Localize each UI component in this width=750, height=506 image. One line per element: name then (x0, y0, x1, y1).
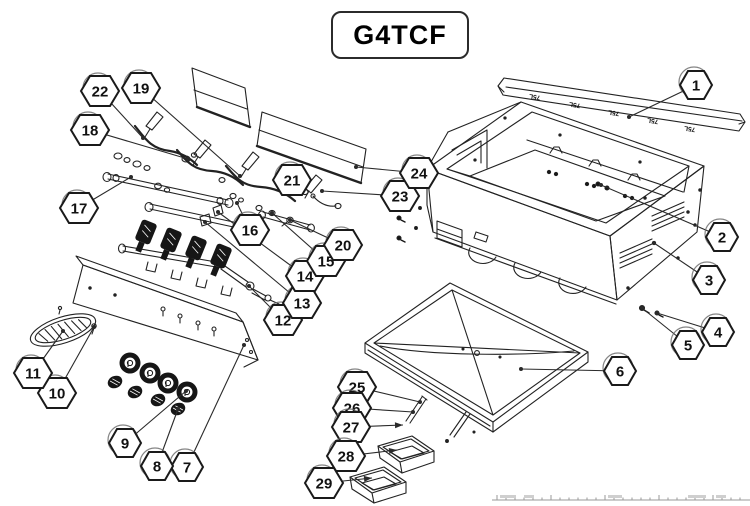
callout-number-9: 9 (121, 435, 129, 452)
callout-badge-17 (58, 192, 100, 224)
callout-22: 22 (79, 72, 145, 140)
callout-number-3: 3 (705, 272, 713, 289)
callout-number-6: 6 (616, 363, 624, 380)
callout-number-28: 28 (338, 448, 355, 465)
callout-28: 28 (325, 437, 398, 472)
igniter-brackets (144, 111, 260, 178)
callout-number-11: 11 (25, 365, 41, 382)
griddle-plate (364, 282, 589, 433)
callout-6: 6 (519, 352, 638, 386)
callout-badge-11 (12, 357, 54, 389)
compression-fittings (113, 152, 226, 193)
callout-3: 3 (652, 241, 727, 295)
callout-number-23: 23 (392, 188, 409, 205)
callout-24: 24 (354, 154, 440, 189)
callout-14: 14 (216, 210, 326, 292)
control-panel (72, 255, 259, 368)
callout-badge-6 (602, 356, 638, 386)
tray-upper (377, 435, 435, 474)
callout-1: 1 (627, 66, 714, 119)
callout-9: 9 (107, 389, 188, 458)
ruler-edge (492, 495, 750, 501)
burner-valves (135, 219, 233, 297)
callout-number-4: 4 (714, 324, 723, 341)
callout-badge-10 (36, 377, 78, 409)
orifice-rail (497, 77, 746, 132)
callout-19: 19 (120, 69, 242, 178)
callout-badge-3 (691, 265, 727, 295)
callout-number-20: 20 (335, 237, 352, 254)
rail-mark-label: 75L (684, 124, 696, 133)
callout-number-12: 12 (275, 312, 292, 329)
callout-badge-20 (322, 229, 364, 261)
callout-29: 29 (303, 464, 373, 499)
callout-8: 8 (139, 407, 180, 481)
callout-number-19: 19 (133, 80, 150, 97)
callout-11: 11 (12, 329, 65, 389)
callout-badge-18 (69, 114, 111, 146)
callout-badge-1 (678, 70, 714, 100)
callout-badge-2 (704, 222, 740, 252)
control-knobs (107, 352, 198, 416)
orifice-parts (199, 192, 294, 227)
guide-rods (405, 395, 476, 443)
callout-number-29: 29 (316, 475, 333, 492)
callout-number-10: 10 (49, 385, 66, 402)
callout-number-7: 7 (183, 459, 191, 476)
rail-marking-labels: 75L 75L 75L 75L 75L (529, 92, 696, 133)
callout-number-8: 8 (153, 458, 161, 475)
callout-badge-29 (303, 467, 345, 499)
callout-2: 2 (599, 183, 740, 252)
rail-mark-label: 75L (569, 100, 581, 109)
callout-number-1: 1 (692, 77, 700, 94)
callout-badge-28 (325, 440, 367, 472)
callout-number-16: 16 (242, 222, 259, 239)
callout-layer: 1234567891011121314151617181920212223242… (12, 66, 740, 499)
callout-16: 16 (229, 201, 271, 246)
callout-badge-19 (120, 72, 162, 104)
callout-badge-4 (700, 317, 736, 347)
manifold-assembly (117, 219, 280, 305)
callout-4: 4 (655, 311, 736, 347)
callout-18: 18 (69, 111, 190, 161)
callout-badge-22 (79, 75, 121, 107)
callout-20: 20 (288, 218, 364, 261)
callout-number-14: 14 (297, 268, 314, 285)
callout-badge-24 (398, 157, 440, 189)
callout-number-5: 5 (684, 337, 692, 354)
callout-number-24: 24 (411, 165, 428, 182)
callout-badge-21 (271, 164, 313, 196)
knob-large (119, 352, 198, 403)
callout-badge-5 (670, 330, 706, 360)
callout-10: 10 (36, 325, 96, 409)
logo-badge (29, 305, 97, 347)
grease-trays (349, 435, 435, 504)
rail-mark-label: 75L (608, 108, 620, 117)
callout-5: 5 (640, 306, 706, 360)
deflector-panels (191, 67, 367, 185)
main-body (396, 101, 705, 318)
callout-number-22: 22 (92, 83, 109, 100)
callout-badge-8 (139, 451, 175, 481)
callout-badge-9 (107, 428, 143, 458)
callout-number-27: 27 (343, 419, 360, 436)
rail-mark-label: 75L (647, 116, 659, 125)
model-title: G4TCF (353, 19, 447, 50)
panel-burner-icons (160, 306, 217, 337)
callout-badge-16 (229, 214, 271, 246)
callout-number-17: 17 (71, 200, 88, 217)
callout-number-15: 15 (318, 253, 335, 270)
rail-mark-label: 75L (529, 92, 541, 101)
model-title-box: G4TCF (331, 11, 469, 59)
callout-number-18: 18 (82, 122, 99, 139)
callout-number-21: 21 (284, 172, 301, 189)
callout-number-2: 2 (718, 229, 726, 246)
callout-21: 21 (271, 161, 313, 196)
callout-number-13: 13 (294, 295, 311, 312)
callout-badge-27 (330, 411, 372, 443)
callout-17: 17 (58, 175, 133, 224)
tray-lower (349, 466, 407, 504)
